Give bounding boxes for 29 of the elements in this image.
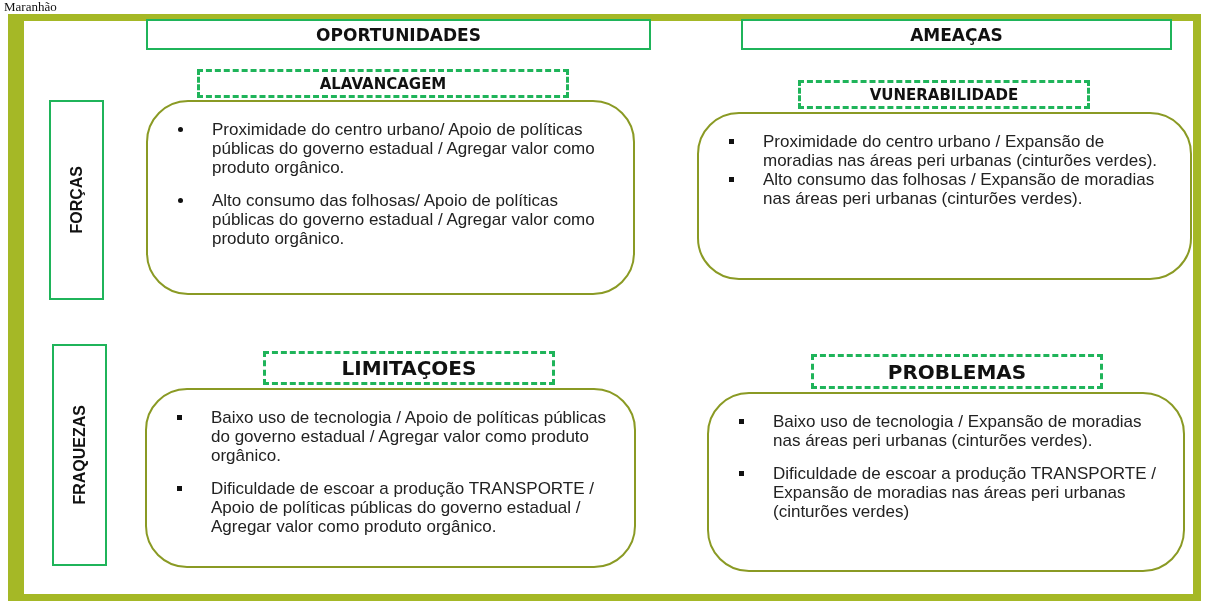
bullet-text: Dificuldade de escoar a produção TRANSPORTE / Expansão de moradias nas áreas peri urbanas (cinturões verdes) (773, 464, 1156, 521)
bullet-text: Dificuldade de escoar a produção TRANSPORTE / Apoio de políticas públicas do governo estadual / Agregar valor como produto orgânico. (211, 479, 594, 536)
bullet-text: Alto consumo das folhosas / Expansão de moradias nas áreas peri urbanas (cinturões verdes). (763, 170, 1155, 208)
caption-text: Maranhão (4, 0, 57, 13)
title-text: VUNERABILIDADE (869, 85, 1019, 104)
bullet-text: Baixo uso de tecnologia / Apoio de políticas públicas do governo estadual / Agregar valor como produto orgânico. (211, 408, 607, 465)
row-header (49, 100, 104, 300)
quadrant-card (145, 388, 636, 568)
title-text: AMEAÇAS (910, 24, 1003, 45)
column-header (146, 19, 651, 50)
bullet-text: Baixo uso de tecnologia / Expansão de moradias nas áreas peri urbanas (cinturões verdes). (773, 412, 1142, 450)
quadrant-card (707, 392, 1185, 572)
quadrant-title (263, 351, 555, 385)
column-header (741, 19, 1172, 50)
quadrant-title (811, 354, 1103, 389)
bullet-text: Alto consumo das folhosas/ Apoio de políticas públicas do governo estadual / Agregar valor como produto orgânico. (212, 191, 595, 248)
title-text: ALAVANCAGEM (319, 74, 447, 93)
quadrant-card (697, 112, 1192, 280)
title-text: PROBLEMAS (887, 359, 1027, 384)
bullet-text: Proximidade do centro urbano/ Apoio de políticas públicas do governo estadual / Agregar valor como produto orgânico. (212, 120, 595, 177)
title-text: LIMITAÇOES (341, 356, 477, 380)
quadrant-title (197, 69, 569, 98)
row-header (52, 344, 107, 566)
row-label: FORÇAS (67, 166, 86, 234)
title-text: OPORTUNIDADES (316, 24, 481, 45)
quadrant-card (146, 100, 635, 295)
row-label: FRAQUEZAS (70, 405, 89, 505)
bullet-text: Proximidade do centro urbano / Expansão de moradias nas áreas peri urbanas (cinturões verdes). (763, 132, 1158, 170)
quadrant-title (798, 80, 1090, 109)
